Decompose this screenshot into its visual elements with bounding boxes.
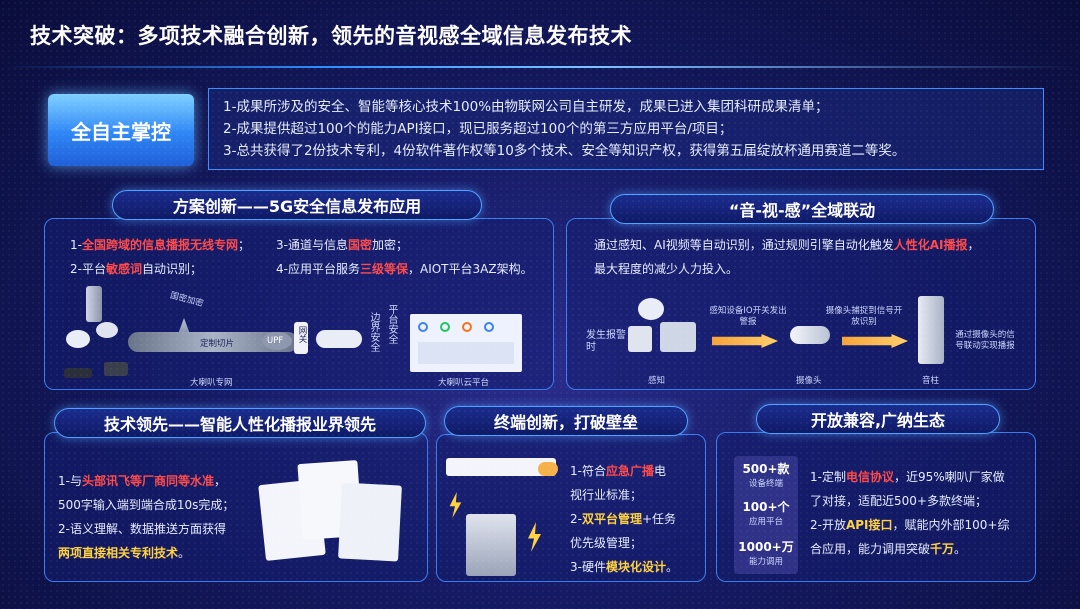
tech-line-4: 两项直接相关专利技术。 (58, 546, 191, 560)
autonomy-line-2: 2-成果提供超过100个的能力API接口，现已服务超过100个的第三方应用平台/… (223, 121, 733, 137)
broadcast-terminal-icon (466, 514, 516, 576)
speaker-puck-icon (66, 330, 90, 348)
stat-calls: 1000+万 能力调用 (738, 540, 794, 567)
open-line-4: 合应用，能力调用突破千万。 (810, 542, 967, 556)
page-title: 技术突破：多项技术融合创新，领先的音视感全域信息发布技术 (30, 24, 632, 48)
terminal-line-2: 视行业标准； (570, 488, 643, 502)
private-network-caption: 大喇叭专网 (190, 378, 233, 388)
speaker-caption: 音柱 (922, 376, 940, 386)
tech-title: 技术领先——智能人性化播报业界领先 (54, 408, 426, 438)
tunnel-label: 定制切片 (200, 339, 235, 349)
tech-line-1: 1-与头部讯飞等厂商同等水准， (58, 474, 226, 488)
linkage-desc-2: 最大程度的减少人力投入。 (594, 262, 739, 276)
event-label: 发生报警时 (586, 330, 626, 353)
solution-item-2: 2-平台敏感词自动识别； (70, 262, 202, 276)
sensor-round-icon (638, 298, 664, 320)
tech-line-2: 500字输入端到端合成10s完成； (58, 498, 235, 512)
solution-item-3: 3-通道与信息国密加密； (276, 238, 408, 252)
open-line-3: 2-开放API接口，赋能内外部100+综 (810, 518, 1010, 532)
solution-title: 方案创新——5G安全信息发布应用 (112, 190, 482, 220)
cloud-icon (538, 462, 558, 476)
terminal-device-icon (104, 362, 128, 376)
slice-tunnel (128, 332, 298, 352)
linkage-title: “音-视-感”全域联动 (610, 194, 994, 224)
sensor-box-icon (628, 326, 652, 352)
stats-column: 500+款 设备终端 100+个 应用平台 1000+万 能力调用 (734, 456, 798, 574)
open-line-2: 了对接，适配近500+多款终端； (810, 494, 987, 508)
tech-line-3: 2-语义理解、数据推送方面获得 (58, 522, 226, 536)
terminal-device-icon (64, 368, 92, 378)
cloud-platform-screenshot (410, 314, 522, 372)
upf-label: UPF (267, 336, 284, 346)
solution-item-4: 4-应用平台服务三级等保，AIOT平台3AZ架构。 (276, 262, 533, 276)
signal-bolt-icon (449, 492, 462, 518)
sensor-step-label: 感知设备IO开关发出警报 (709, 306, 787, 327)
sensor-caption: 感知 (648, 376, 666, 386)
terminal-line-4: 优先级管理； (570, 536, 643, 550)
cloud-platform-caption: 大喇叭云平台 (438, 378, 490, 388)
terminal-line-5: 3-硬件模块化设计。 (570, 560, 678, 574)
flow-arrow-icon (712, 334, 778, 348)
terminal-title: 终端创新，打破壁垒 (444, 406, 688, 436)
stat-platforms: 100+个 应用平台 (742, 500, 790, 527)
camera-caption: 摄像头 (796, 376, 822, 386)
autonomy-line-3: 3-总共获得了2份技术专利，4份软件著作权等10多个技术、安全等知识产权，获得第… (223, 143, 906, 159)
speaker-tower-icon (86, 286, 102, 322)
solution-item-1: 1-全国跨域的信息播报无线专网； (70, 238, 250, 252)
gateway-box (294, 322, 308, 354)
speaker-step-label: 通过摄像头的信号联动实现播报 (955, 330, 1015, 351)
autonomy-badge: 全自主掌控 (48, 94, 194, 166)
platform-security-label: 平台安全 (386, 304, 397, 344)
autonomy-box: 1-成果所涉及的安全、智能等核心技术100%由物联网公司自主研发，成果已进入集团… (208, 88, 1044, 170)
flow-arrow-icon (842, 334, 908, 348)
sensor-panel-icon (660, 322, 696, 352)
cloud-icon (316, 330, 362, 348)
terminal-line-1: 1-符合应急广播电 (570, 464, 666, 478)
autonomy-line-1: 1-成果所涉及的安全、智能等核心技术100%由物联网公司自主研发，成果已进入集团… (223, 99, 829, 115)
certification-logos (446, 458, 556, 476)
terminal-line-3: 2-双平台管理+任务 (570, 512, 677, 526)
title-divider (0, 66, 1080, 68)
open-line-1: 1-定制电信协议，近95%喇叭厂家做 (810, 470, 1005, 484)
upf-node (262, 332, 292, 350)
open-title: 开放兼容,广纳生态 (756, 404, 1000, 434)
speaker-column-icon (918, 296, 944, 364)
camera-step-label: 摄像头捕捉到信号开放识别 (825, 306, 903, 327)
speaker-puck-icon (96, 322, 118, 338)
gateway-label: 网关 (297, 326, 307, 343)
certificate-icon (338, 482, 402, 562)
linkage-desc-1: 通过感知、AI视频等自动识别，通过规则引擎自动化触发人性化AI播报， (594, 238, 980, 252)
border-security-label: 边界安全 (368, 312, 379, 352)
stat-devices: 500+款 设备终端 (742, 462, 790, 489)
camera-icon (790, 326, 830, 344)
